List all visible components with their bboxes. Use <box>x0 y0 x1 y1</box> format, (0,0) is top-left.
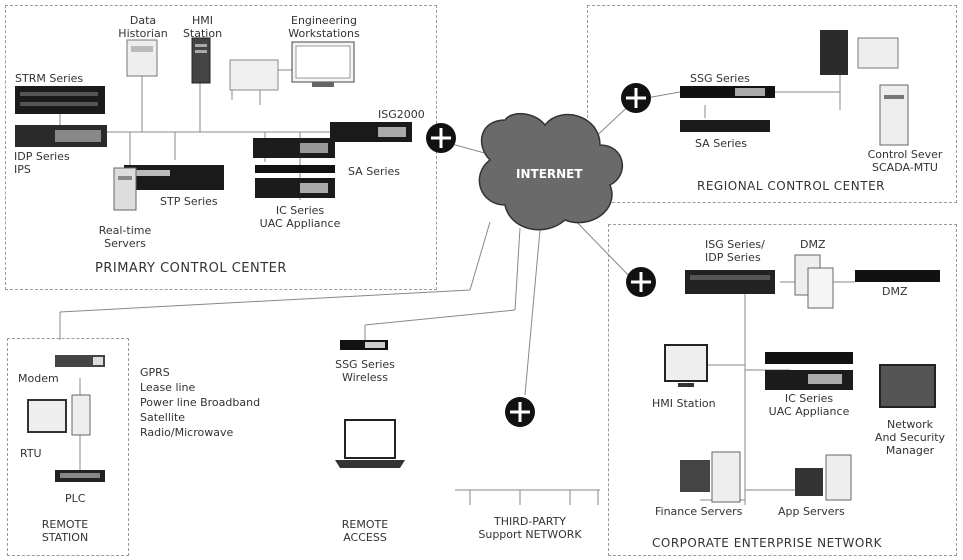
label-dmz-appliance: DMZ <box>882 285 908 298</box>
label-stp-series: STP Series <box>160 195 218 208</box>
isg-idp-series-icon <box>685 270 775 294</box>
label-sa-series-regional: SA Series <box>695 137 748 150</box>
link-type-gprs: GPRS <box>140 366 170 379</box>
app-servers-icon <box>795 454 852 501</box>
link-type-radio: Radio/Microwave <box>140 426 234 439</box>
ssg-series-icon <box>680 86 775 98</box>
link-type-satellite: Satellite <box>140 411 186 424</box>
engineering-workstation-icon <box>229 41 355 91</box>
isg2000-icon <box>330 122 412 142</box>
dmz-appliance-icon <box>855 270 940 282</box>
ic-series-icon-corporate <box>765 352 853 390</box>
label-sa-series-primary: SA Series <box>348 165 401 178</box>
link-type-list: GPRS Lease line Power line Broadband Sat… <box>140 365 260 440</box>
internet-cloud-icon <box>478 113 624 231</box>
primary-control-center-title: PRIMARY CONTROL CENTER <box>95 261 287 276</box>
label-hmi-station-corporate: HMI Station <box>652 397 716 410</box>
label-modem: Modem <box>18 372 59 385</box>
strm-series-icon <box>15 86 105 114</box>
router-icon-regional <box>621 83 651 113</box>
label-internet: INTERNET <box>516 167 583 181</box>
link-type-power-line: Power line Broadband <box>140 396 261 409</box>
sa-series-icon-primary <box>253 138 335 158</box>
ssg-wireless-icon <box>340 340 388 350</box>
stp-series-icon <box>124 165 224 190</box>
network-security-manager-icon <box>879 364 936 408</box>
regional-control-center-title: REGIONAL CONTROL CENTER <box>697 179 885 193</box>
plc-icon <box>55 470 105 482</box>
router-icon-third-party <box>505 397 535 427</box>
ic-series-icon-primary <box>255 165 335 198</box>
sa-series-icon-regional <box>680 120 770 132</box>
label-isg-idp-series: ISG Series/IDP Series <box>705 238 765 264</box>
label-plc: PLC <box>65 492 86 505</box>
label-finance-servers: Finance Servers <box>655 505 743 518</box>
rtu-icon <box>27 394 91 436</box>
hmi-station-tower-icon <box>191 37 211 84</box>
finance-servers-icon <box>680 451 741 503</box>
regional-control-center-zone <box>587 5 957 203</box>
label-app-servers: App Servers <box>778 505 845 518</box>
control-server-icon <box>820 30 909 146</box>
label-dmz-servers: DMZ <box>800 238 826 251</box>
label-strm-series: STRM Series <box>15 72 84 85</box>
corporate-network-zone <box>608 224 957 556</box>
router-icon-corporate <box>626 267 656 297</box>
laptop-icon <box>335 419 405 468</box>
label-ssg-series: SSG Series <box>690 72 750 85</box>
corporate-network-title: CORPORATE ENTERPRISE NETWORK <box>652 536 883 550</box>
link-type-lease-line: Lease line <box>140 381 196 394</box>
remote-station-zone <box>7 338 129 556</box>
realtime-servers-icon <box>113 167 137 211</box>
idp-series-icon <box>15 125 107 147</box>
data-historian-icon <box>126 39 158 77</box>
hmi-station-icon-corporate <box>664 344 708 387</box>
modem-icon <box>55 355 105 367</box>
label-isg2000: ISG2000 <box>378 108 425 121</box>
dmz-servers-icon <box>794 254 834 309</box>
label-rtu: RTU <box>20 447 42 460</box>
router-icon-primary <box>426 123 456 153</box>
